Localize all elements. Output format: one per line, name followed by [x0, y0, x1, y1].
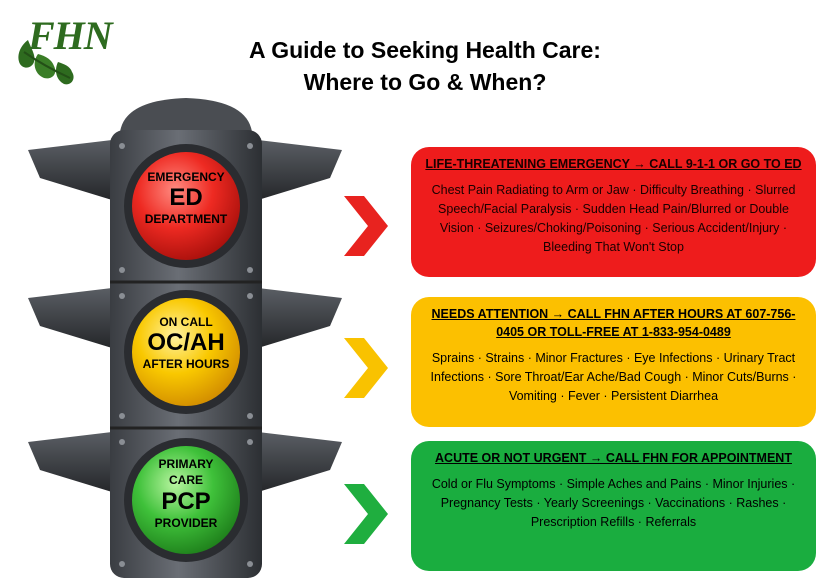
lamp-top-text: PRIMARY CARE [158, 457, 214, 487]
green-lamp [132, 446, 240, 554]
red-lamp [132, 152, 240, 260]
yellow-lamp-label: ON CALL OC/AH AFTER HOURS [131, 315, 241, 371]
traffic-light [28, 98, 342, 578]
lamp-top-text: ON CALL [159, 315, 213, 329]
primary-care-heading: ACUTE OR NOT URGENT → CALL FHN FOR APPOI… [435, 451, 792, 465]
lamp-top-text: EMERGENCY [147, 170, 225, 184]
title-line-2: Where to Go & When? [303, 69, 547, 95]
fhn-logo: FHN [14, 12, 114, 90]
title-line-1: A Guide to Seeking Health Care: [249, 37, 601, 63]
page-title: A Guide to Seeking Health Care: Where to… [190, 34, 660, 98]
logo-text: FHN [28, 13, 113, 58]
ivy-leaf-icon [18, 40, 74, 85]
lamp-main-text: OC/AH [147, 329, 225, 356]
lamp-bottom-text: PROVIDER [154, 516, 218, 530]
primary-care-panel: ACUTE OR NOT URGENT → CALL FHN FOR APPOI… [411, 441, 816, 571]
after-hours-symptoms: Sprains · Strains · Minor Fractures · Ey… [430, 351, 797, 403]
yellow-lamp [132, 298, 240, 406]
lamp-bottom-text: AFTER HOURS [142, 357, 230, 371]
red-chevron-icon [344, 196, 388, 256]
red-lamp-label: EMERGENCY ED DEPARTMENT [131, 170, 241, 226]
lamp-main-text: ED [169, 184, 203, 211]
yellow-chevron-icon [344, 338, 388, 398]
green-lamp-label: PRIMARY CARE PCP PROVIDER [141, 456, 231, 530]
emergency-heading: LIFE-THREATENING EMERGENCY → CALL 9-1-1 … [425, 157, 802, 171]
primary-care-symptoms: Cold or Flu Symptoms · Simple Aches and … [431, 477, 796, 529]
visor-wings [28, 140, 342, 492]
lamp-main-text: PCP [161, 488, 211, 515]
after-hours-heading: NEEDS ATTENTION → CALL FHN AFTER HOURS A… [431, 307, 796, 339]
after-hours-panel: NEEDS ATTENTION → CALL FHN AFTER HOURS A… [411, 297, 816, 427]
green-chevron-icon [344, 484, 388, 544]
emergency-symptoms: Chest Pain Radiating to Arm or Jaw · Dif… [431, 183, 796, 254]
lamp-bottom-text: DEPARTMENT [144, 212, 228, 226]
emergency-panel: LIFE-THREATENING EMERGENCY → CALL 9-1-1 … [411, 147, 816, 277]
